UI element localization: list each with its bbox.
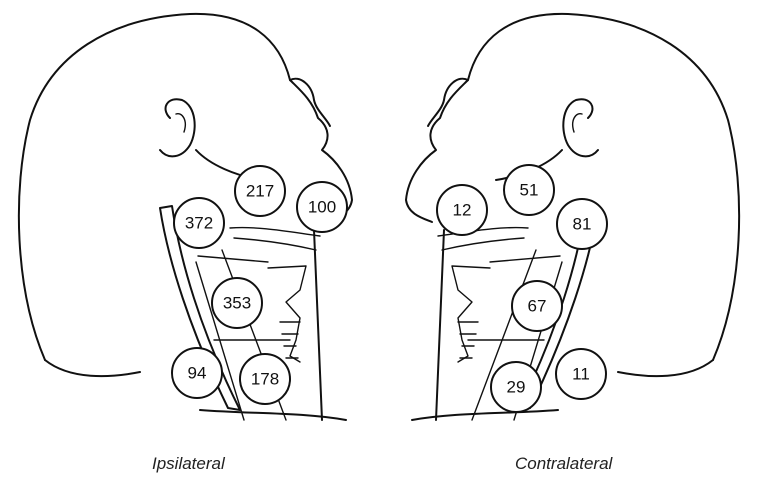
ipsilateral-node-100-label: 100	[308, 198, 336, 217]
contralateral-node-81: 81	[557, 199, 607, 249]
contralateral-neck-line-2	[442, 238, 524, 250]
ipsilateral-neck-line-1	[230, 228, 320, 236]
contralateral-ear-inner	[573, 114, 582, 132]
contralateral-ear	[563, 99, 598, 156]
contralateral-node-12: 12	[437, 185, 487, 235]
ipsilateral-node-217: 217	[235, 166, 285, 216]
ipsilateral-neck-line-2	[234, 238, 316, 250]
contralateral-nodes: 51 12 81 67 29 11	[437, 165, 607, 412]
contralateral-clavicle	[412, 410, 558, 420]
ipsilateral-node-217-label: 217	[246, 182, 274, 201]
ipsilateral-node-372: 372	[174, 198, 224, 248]
ipsilateral-node-100: 100	[297, 182, 347, 232]
caption-contralateral: Contralateral	[515, 454, 612, 474]
contralateral-node-11-label: 11	[572, 365, 590, 384]
contralateral-neck-back	[618, 360, 713, 376]
ipsilateral-node-178: 178	[240, 354, 290, 404]
ipsilateral-ear-inner	[176, 114, 185, 132]
ipsilateral-clavicle	[200, 410, 346, 420]
caption-ipsilateral: Ipsilateral	[152, 454, 225, 474]
contralateral-node-12-label: 12	[453, 201, 472, 220]
ipsilateral-ear	[160, 99, 195, 156]
contralateral-node-11: 11	[556, 349, 606, 399]
ipsilateral-node-353-label: 353	[223, 294, 251, 313]
ipsilateral-node-94-label: 94	[188, 364, 207, 383]
ipsilateral-neck-back	[45, 360, 140, 376]
ipsilateral-node-94: 94	[172, 348, 222, 398]
contralateral-node-29: 29	[491, 362, 541, 412]
ipsilateral-larynx	[268, 266, 306, 362]
contralateral-node-51: 51	[504, 165, 554, 215]
ipsilateral-node-372-label: 372	[185, 214, 213, 233]
ipsilateral-node-353: 353	[212, 278, 262, 328]
contralateral-node-67-label: 67	[528, 297, 547, 316]
contralateral-node-29-label: 29	[507, 378, 526, 397]
contralateral-node-51-label: 51	[520, 181, 539, 200]
ipsilateral-node-178-label: 178	[251, 370, 279, 389]
contralateral-neck-front	[436, 230, 444, 420]
contralateral-node-67: 67	[512, 281, 562, 331]
contralateral-larynx	[452, 266, 490, 362]
ipsilateral-neck-front	[314, 230, 322, 420]
contralateral-node-81-label: 81	[573, 215, 592, 234]
